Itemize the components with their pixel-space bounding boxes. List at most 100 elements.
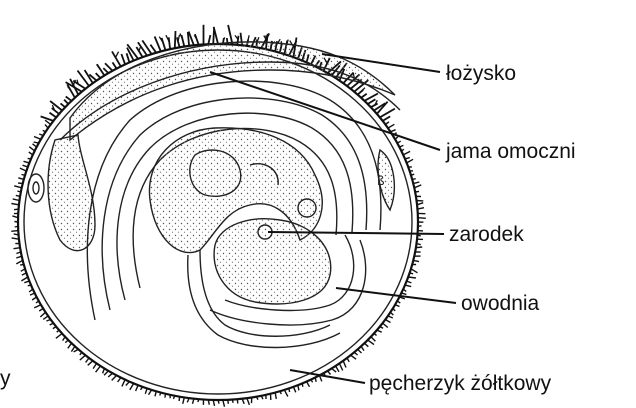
- villus: [65, 340, 68, 343]
- villus: [16, 256, 21, 258]
- villus: [53, 327, 56, 329]
- villus: [385, 320, 390, 323]
- villus: [145, 388, 147, 393]
- villus: [127, 53, 130, 62]
- villus: [22, 273, 27, 275]
- villus: [14, 222, 18, 223]
- villus: [17, 191, 21, 192]
- villus: [57, 330, 59, 332]
- villus: [80, 355, 86, 360]
- villus: [43, 316, 48, 320]
- villus: [11, 204, 19, 205]
- villus: [412, 179, 416, 180]
- villus: [66, 97, 72, 101]
- villus: [11, 231, 18, 232]
- villus: [112, 375, 117, 380]
- villus: [237, 399, 238, 403]
- villus: [39, 309, 43, 312]
- villus: [395, 137, 398, 139]
- villus: [371, 104, 378, 108]
- villus: [56, 334, 62, 339]
- villus-branch: [116, 52, 119, 58]
- villus: [336, 366, 339, 372]
- villus: [14, 209, 19, 210]
- villus-branch: [224, 37, 225, 40]
- villus: [13, 199, 20, 201]
- placenta-region: [60, 42, 400, 140]
- villus: [361, 346, 364, 350]
- villus: [298, 385, 299, 390]
- villus: [399, 145, 403, 147]
- label-cut-left: y: [0, 367, 11, 390]
- villus: [24, 161, 30, 163]
- amniotic-cavity-lower: [214, 199, 331, 304]
- villus: [41, 116, 54, 121]
- villus: [416, 247, 422, 248]
- villus: [365, 343, 369, 347]
- villus: [247, 398, 250, 405]
- villus: [275, 393, 276, 399]
- villus: [14, 248, 21, 249]
- villus: [165, 394, 166, 398]
- villus: [149, 390, 152, 395]
- villus: [418, 218, 426, 219]
- villus: [30, 293, 35, 295]
- villus: [403, 151, 410, 155]
- villus: [407, 281, 412, 283]
- villus: [121, 54, 125, 64]
- villus: [96, 366, 101, 372]
- villus: [374, 334, 377, 336]
- villus: [407, 159, 413, 163]
- label-placenta: łożysko: [446, 62, 516, 85]
- villus: [405, 285, 411, 287]
- villus: [32, 297, 37, 300]
- villus: [16, 260, 22, 264]
- villus: [34, 137, 41, 140]
- villus: [126, 382, 130, 386]
- villus: [393, 309, 395, 311]
- villus: [150, 45, 156, 53]
- villus: [96, 73, 101, 78]
- villus: [136, 385, 139, 391]
- villus: [347, 358, 349, 362]
- villus: [46, 320, 50, 322]
- villus: [169, 37, 170, 49]
- villus: [401, 293, 406, 294]
- villus: [34, 305, 41, 308]
- villus: [22, 175, 26, 176]
- villus: [403, 289, 406, 291]
- villus: [36, 301, 39, 303]
- label-amniotic-cavity: jama omoczni: [445, 140, 576, 163]
- villus: [315, 378, 316, 382]
- villus: [371, 337, 376, 342]
- villus: [388, 124, 395, 128]
- villus: [289, 388, 290, 392]
- villus: [23, 165, 28, 167]
- villus: [307, 382, 310, 387]
- villus: [390, 130, 395, 132]
- villus: [377, 330, 382, 332]
- villus: [408, 277, 416, 278]
- villus: [175, 31, 176, 48]
- villus: [208, 400, 209, 405]
- villus: [385, 122, 389, 125]
- villus-branch: [248, 35, 250, 42]
- villus-branch: [178, 35, 180, 42]
- label-amnion: owodnia: [461, 292, 540, 315]
- villus: [411, 174, 414, 175]
- villus: [183, 398, 185, 404]
- villus: [368, 99, 376, 104]
- villus: [50, 113, 57, 118]
- villus: [93, 363, 97, 368]
- villus: [104, 371, 108, 375]
- villus: [395, 305, 399, 307]
- villus: [18, 178, 24, 180]
- villus: [383, 116, 391, 121]
- label-embryo: zarodek: [449, 223, 524, 246]
- villus: [284, 390, 287, 397]
- villus: [103, 369, 105, 374]
- body-stalk: [28, 135, 95, 251]
- villus: [33, 144, 37, 147]
- villus: [40, 312, 45, 317]
- villus: [63, 337, 66, 341]
